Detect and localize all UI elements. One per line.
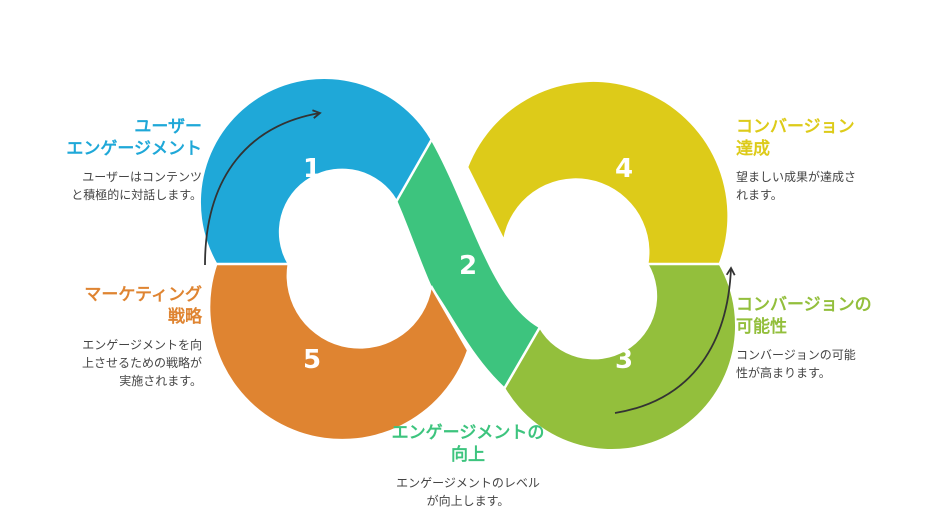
flow-arrow-bottom-right xyxy=(614,266,736,414)
step-1-title: ユーザー エンゲージメント xyxy=(66,117,202,159)
flow-arrow-top-left xyxy=(204,109,322,266)
segment-separators xyxy=(216,138,720,390)
segment-3 xyxy=(505,264,736,450)
step-5-description: エンゲージメントを向 上させるための戦略が 実施されます。 xyxy=(81,338,202,388)
step-5-label: マーケティング 戦略 エンゲージメントを向 上させるための戦略が 実施されます。 xyxy=(0,284,202,390)
step-2-label: エンゲージメントの 向上 エンゲージメントのレベル が向上します。 xyxy=(338,422,598,510)
step-4-title: コンバージョン 達成 xyxy=(736,117,855,159)
step-3-description: コンバージョンの可能 性が高まります。 xyxy=(736,348,856,380)
step-number-4: 4 xyxy=(615,154,633,184)
step-3-title: コンバージョンの 可能性 xyxy=(736,295,872,337)
step-1-description: ユーザーはコンテンツ と積極的に対話します。 xyxy=(71,170,202,202)
step-number-5: 5 xyxy=(303,345,321,375)
segment-5 xyxy=(210,264,468,439)
step-number-3: 3 xyxy=(615,345,633,375)
step-2-title: エンゲージメントの 向上 xyxy=(391,423,545,465)
segment-4 xyxy=(468,81,728,264)
step-5-title: マーケティング 戦略 xyxy=(84,285,202,327)
segment-1 xyxy=(200,78,431,264)
step-number-1: 1 xyxy=(303,154,321,184)
step-4-description: 望ましい成果が達成さ れます。 xyxy=(736,170,857,202)
step-1-label: ユーザー エンゲージメント ユーザーはコンテンツ と積極的に対話します。 xyxy=(0,116,202,204)
segment-2 xyxy=(397,140,539,388)
step-number-2: 2 xyxy=(459,251,477,281)
step-4-label: コンバージョン 達成 望ましい成果が達成さ れます。 xyxy=(736,116,926,204)
step-2-description: エンゲージメントのレベル が向上します。 xyxy=(396,476,540,508)
step-3-label: コンバージョンの 可能性 コンバージョンの可能 性が高まります。 xyxy=(736,294,931,382)
